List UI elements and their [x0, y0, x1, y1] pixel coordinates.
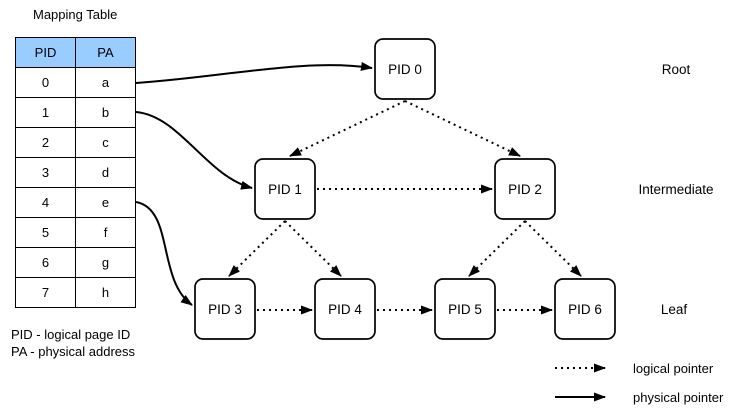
- table-cell-pa: c: [75, 127, 136, 158]
- physical-edge-row4-pid3: [135, 201, 193, 306]
- legend-logical-label: logical pointer: [633, 361, 714, 376]
- table-cell-pa: b: [75, 97, 136, 128]
- node-pid5-box: [434, 278, 496, 340]
- table-row: 7 h: [15, 277, 136, 308]
- logical-edge-pid0-pid1: [289, 100, 406, 157]
- table-header-row: PID PA: [15, 37, 136, 68]
- table-cell-pid: 4: [15, 187, 76, 218]
- legend-physical-label: physical pointer: [633, 390, 724, 405]
- node-pid6-box: [554, 278, 616, 340]
- node-pid3-label: PID 3: [208, 302, 242, 317]
- node-pid2: PID 2: [494, 158, 556, 220]
- physical-edge-row0-pid0: [135, 61, 373, 84]
- table-cell-pid: 3: [15, 157, 76, 188]
- node-pid2-label: PID 2: [508, 182, 542, 197]
- table-cell-pa: f: [75, 217, 136, 248]
- node-pid4: PID 4: [314, 278, 376, 340]
- table-cell-pa: e: [75, 187, 136, 218]
- table-cell-pid: 7: [15, 277, 76, 308]
- logical-edge-pid2-pid5: [468, 220, 526, 277]
- table-row: 3 d: [15, 157, 136, 188]
- node-pid0: PID 0: [374, 38, 436, 100]
- note-pa: PA - physical address: [11, 344, 136, 359]
- table-row: 1 b: [15, 97, 136, 128]
- node-pid3-box: [194, 278, 256, 340]
- mapping-table: PID PA 0 a 1 b 2 c 3 d 4 e 5 f 6 g: [15, 37, 136, 308]
- logical-edge-pid1-pid4: [284, 220, 342, 277]
- node-pid0-box: [374, 38, 436, 100]
- table-cell-pa: d: [75, 157, 136, 188]
- node-pid6: PID 6: [554, 278, 616, 340]
- logical-edge-pid0-pid2: [404, 100, 521, 157]
- node-pid6-label: PID 6: [568, 302, 602, 317]
- table-row: 5 f: [15, 217, 136, 248]
- legend: logical pointer physical pointer: [555, 361, 724, 405]
- diagram-title: Mapping Table: [33, 7, 118, 22]
- node-pid1-label: PID 1: [268, 182, 302, 197]
- node-pid5-label: PID 5: [448, 302, 482, 317]
- node-pid4-label: PID 4: [328, 302, 362, 317]
- abbreviation-notes: PID - logical page ID PA - physical addr…: [11, 326, 135, 360]
- table-header-pa: PA: [75, 37, 136, 68]
- node-pid0-label: PID 0: [388, 62, 422, 77]
- table-cell-pa: g: [75, 247, 136, 278]
- node-pid1: PID 1: [254, 158, 316, 220]
- table-cell-pa: a: [75, 67, 136, 98]
- table-cell-pid: 5: [15, 217, 76, 248]
- node-pid5: PID 5: [434, 278, 496, 340]
- table-row: 0 a: [15, 67, 136, 98]
- logical-edge-pid2-pid6: [524, 220, 582, 277]
- table-row: 6 g: [15, 247, 136, 278]
- level-label-leaf: Leaf: [661, 302, 688, 317]
- table-cell-pa: h: [75, 277, 136, 308]
- node-pid3: PID 3: [194, 278, 256, 340]
- table-row: 4 e: [15, 187, 136, 218]
- physical-edge-row1-pid1: [135, 111, 253, 190]
- table-cell-pid: 1: [15, 97, 76, 128]
- table-cell-pid: 6: [15, 247, 76, 278]
- node-pid2-box: [494, 158, 556, 220]
- table-row: 2 c: [15, 127, 136, 158]
- level-label-intermediate: Intermediate: [638, 182, 713, 197]
- node-pid1-box: [254, 158, 316, 220]
- logical-edge-pid1-pid3: [228, 220, 286, 277]
- note-pid: PID - logical page ID: [11, 327, 131, 342]
- level-label-root: Root: [662, 62, 691, 77]
- node-pid4-box: [314, 278, 376, 340]
